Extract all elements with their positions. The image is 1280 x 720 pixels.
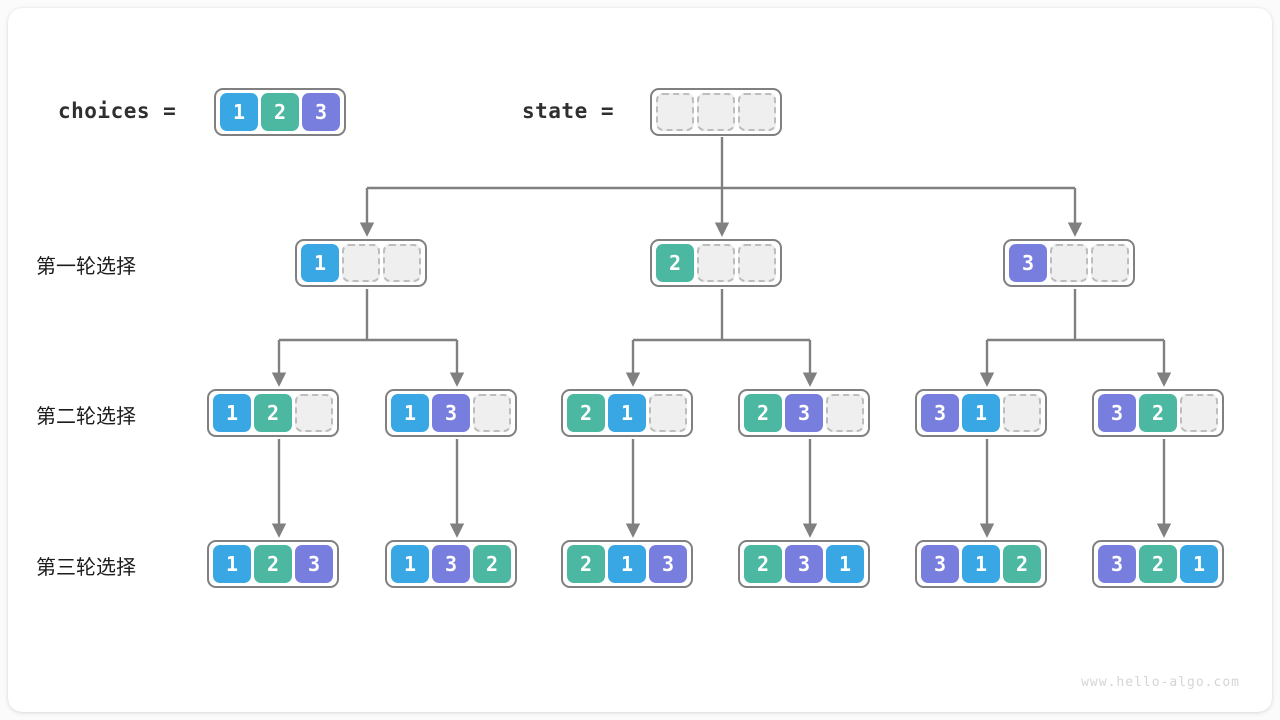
row-label-round-1: 第一轮选择	[36, 256, 136, 278]
level3-node-0-cell-0: 1	[213, 545, 251, 583]
level1-node-1-cell-1	[697, 244, 735, 282]
choices-cell-2: 3	[302, 93, 340, 131]
level2-node-5-cell-0: 3	[1098, 394, 1136, 432]
level2-node-1-cell-0: 1	[391, 394, 429, 432]
level3-node-4-cell-2: 2	[1003, 545, 1041, 583]
level1-node-1: 2	[650, 239, 782, 287]
level2-node-3-cell-2	[826, 394, 864, 432]
row-label-round-2: 第二轮选择	[36, 406, 136, 428]
choices-cell-0: 1	[220, 93, 258, 131]
level3-node-1-cell-1: 3	[432, 545, 470, 583]
level2-node-1-cell-2	[473, 394, 511, 432]
choices-cell-1: 2	[261, 93, 299, 131]
level2-node-5-cell-2	[1180, 394, 1218, 432]
level3-node-5-cell-1: 2	[1139, 545, 1177, 583]
level1-node-2-cell-1	[1050, 244, 1088, 282]
level2-node-2-cell-0: 2	[567, 394, 605, 432]
level3-node-4-cell-1: 1	[962, 545, 1000, 583]
watermark: www.hello-algo.com	[1081, 675, 1240, 690]
level2-node-4-cell-0: 3	[921, 394, 959, 432]
level2-node-3-cell-1: 3	[785, 394, 823, 432]
row-label-round-3: 第三轮选择	[36, 557, 136, 579]
state-cell-2	[738, 93, 776, 131]
level2-node-0-cell-0: 1	[213, 394, 251, 432]
level3-node-1-cell-2: 2	[473, 545, 511, 583]
level1-node-2: 3	[1003, 239, 1135, 287]
level3-node-5-cell-0: 3	[1098, 545, 1136, 583]
level3-node-2-cell-0: 2	[567, 545, 605, 583]
level3-node-4-cell-0: 3	[921, 545, 959, 583]
state-cell-1	[697, 93, 735, 131]
level3-node-2-cell-2: 3	[649, 545, 687, 583]
level3-node-3-cell-0: 2	[744, 545, 782, 583]
level3-node-1-cell-0: 1	[391, 545, 429, 583]
level1-node-1-cell-2	[738, 244, 776, 282]
level1-node-0-cell-2	[383, 244, 421, 282]
diagram-card	[8, 8, 1272, 712]
level1-node-0-cell-1	[342, 244, 380, 282]
choices-label: choices =	[58, 99, 177, 123]
level3-node-3-cell-1: 3	[785, 545, 823, 583]
level1-node-0: 1	[295, 239, 427, 287]
level2-node-1-cell-1: 3	[432, 394, 470, 432]
state-cell-0	[656, 93, 694, 131]
level1-node-2-cell-0: 3	[1009, 244, 1047, 282]
level1-node-1-cell-0: 2	[656, 244, 694, 282]
level1-node-0-cell-0: 1	[301, 244, 339, 282]
level3-node-0-cell-2: 3	[295, 545, 333, 583]
level2-node-2-cell-2	[649, 394, 687, 432]
level2-node-5-cell-1: 2	[1139, 394, 1177, 432]
level3-node-0-cell-1: 2	[254, 545, 292, 583]
level2-node-0-cell-2	[295, 394, 333, 432]
level3-node-5-cell-2: 1	[1180, 545, 1218, 583]
level1-node-2-cell-2	[1091, 244, 1129, 282]
level2-node-4-cell-1: 1	[962, 394, 1000, 432]
level2-node-3-cell-0: 2	[744, 394, 782, 432]
level3-node-3-cell-2: 1	[826, 545, 864, 583]
level2-node-2-cell-1: 1	[608, 394, 646, 432]
level2-node-0-cell-1: 2	[254, 394, 292, 432]
state-label: state =	[522, 99, 615, 123]
level2-node-4-cell-2	[1003, 394, 1041, 432]
state-array	[650, 88, 782, 136]
level3-node-2-cell-1: 1	[608, 545, 646, 583]
